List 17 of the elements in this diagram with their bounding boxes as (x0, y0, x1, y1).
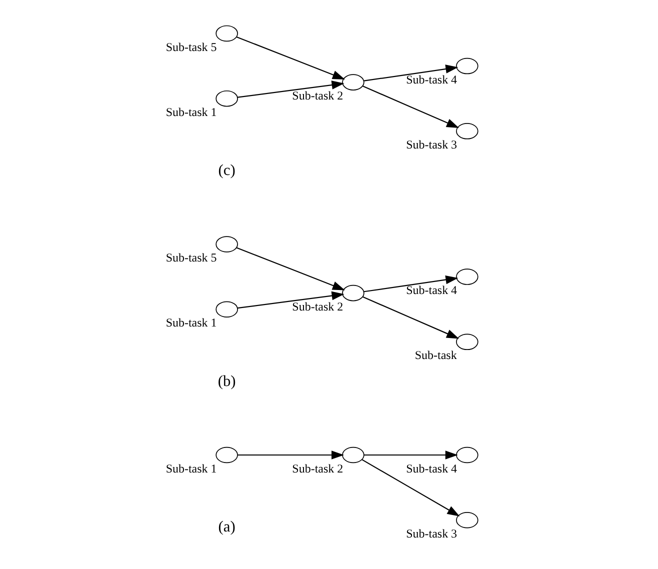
node-label: Sub-task 5 (166, 40, 217, 54)
node-label: Sub-task 2 (292, 461, 344, 476)
node-label: Sub-task 3 (406, 137, 458, 152)
node-label: Sub-task 4 (406, 72, 458, 86)
node-label: Sub-task (414, 348, 457, 362)
node-label: Sub-task 1 (166, 461, 217, 476)
label: (b) (218, 372, 236, 390)
node-label: Sub-task 2 (292, 299, 344, 314)
node-label: Sub-task 2 (292, 88, 344, 103)
node-label: Sub-task 1 (166, 104, 217, 119)
node-label: Sub-task 1 (166, 316, 217, 330)
node-label: Sub-task 4 (406, 461, 458, 476)
label: (c) (218, 162, 236, 180)
node-label: Sub-task 3 (406, 526, 458, 540)
label: (a) (218, 518, 236, 536)
node-label: Sub-task 4 (406, 283, 458, 298)
node-label: Sub-task 5 (166, 250, 217, 265)
